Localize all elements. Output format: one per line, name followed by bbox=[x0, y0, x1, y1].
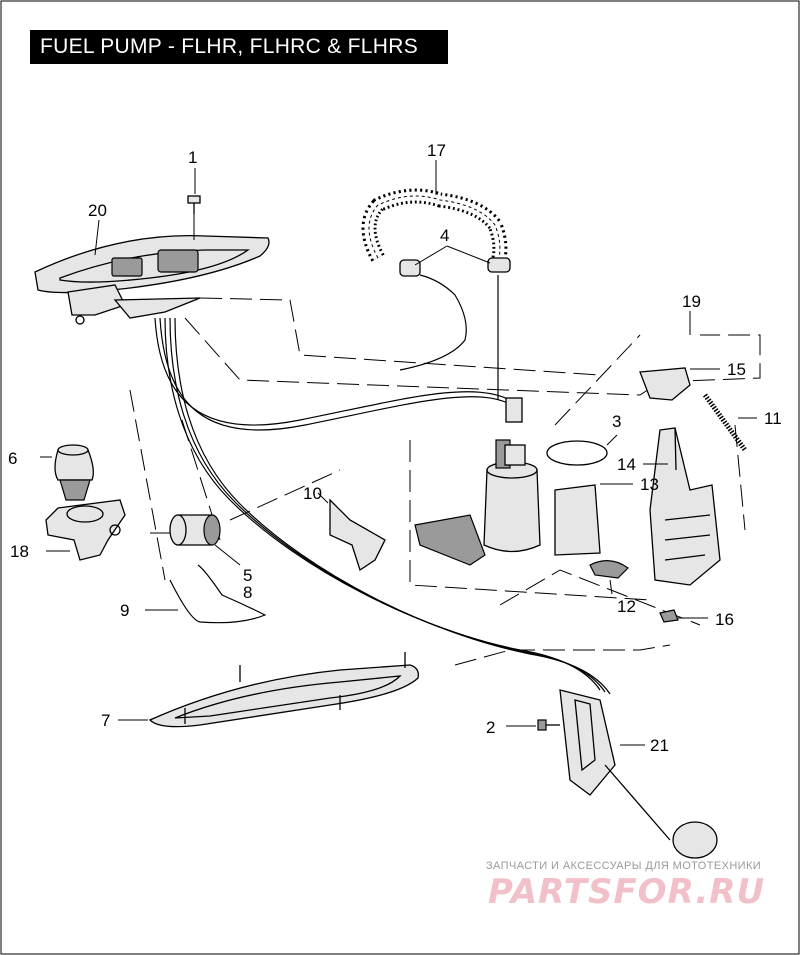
clip bbox=[589, 560, 629, 595]
callout-20: 20 bbox=[88, 201, 107, 220]
fuel-pump bbox=[414, 397, 541, 566]
watermark-subtitle: ЗАПЧАСТИ И АКСЕССУАРЫ ДЛЯ МОТОТЕХНИКИ bbox=[486, 860, 762, 872]
nut bbox=[659, 609, 708, 623]
callout-2: 2 bbox=[486, 718, 495, 737]
retaining-ring bbox=[546, 434, 618, 466]
fuel-level-sender bbox=[559, 689, 718, 859]
filter-sleeve bbox=[554, 483, 633, 556]
callout-13: 13 bbox=[640, 475, 659, 494]
callout-17: 17 bbox=[427, 141, 446, 160]
callout-6: 6 bbox=[8, 449, 17, 468]
callout-8: 8 bbox=[243, 583, 252, 602]
callout-1: 1 bbox=[188, 148, 197, 167]
callout-9: 9 bbox=[120, 601, 129, 620]
fuel-filter bbox=[150, 514, 241, 566]
callout-21: 21 bbox=[650, 736, 669, 755]
callout-19: 19 bbox=[682, 292, 701, 311]
callout-11: 11 bbox=[764, 409, 782, 428]
spring bbox=[702, 393, 757, 452]
callout-10: 10 bbox=[303, 484, 322, 503]
callout-15: 15 bbox=[727, 360, 746, 379]
pressure-regulator bbox=[40, 444, 94, 501]
callout-14: 14 bbox=[617, 455, 636, 474]
watermark-logo: PARTSFOR.RU bbox=[488, 872, 766, 912]
callout-18: 18 bbox=[10, 542, 29, 561]
callout-16: 16 bbox=[715, 610, 734, 629]
callout-leaders bbox=[94, 160, 691, 335]
pump-reservoir-bracket bbox=[643, 427, 721, 586]
callout-12: 12 bbox=[617, 597, 636, 616]
callout-4: 4 bbox=[440, 226, 449, 245]
hose-clamps bbox=[399, 257, 511, 400]
flange-gasket bbox=[118, 652, 419, 728]
corrugated-fuel-hose bbox=[361, 188, 508, 265]
fuel-pump-flange-plate bbox=[34, 235, 270, 325]
screw-1 bbox=[187, 195, 201, 240]
bracket bbox=[317, 492, 386, 572]
o-ring bbox=[145, 564, 267, 624]
wiring-harness bbox=[154, 317, 611, 695]
regulator-housing bbox=[45, 499, 126, 561]
callout-5: 5 bbox=[243, 566, 252, 585]
callout-3: 3 bbox=[612, 412, 621, 431]
connector bbox=[639, 367, 720, 401]
page-title: FUEL PUMP - FLHR, FLHRC & FLHRS bbox=[30, 30, 448, 64]
screw-2 bbox=[506, 719, 560, 731]
callout-labels: 1 20 17 4 19 15 3 11 14 13 6 10 18 5 8 9… bbox=[8, 141, 782, 755]
callout-7: 7 bbox=[101, 711, 110, 730]
